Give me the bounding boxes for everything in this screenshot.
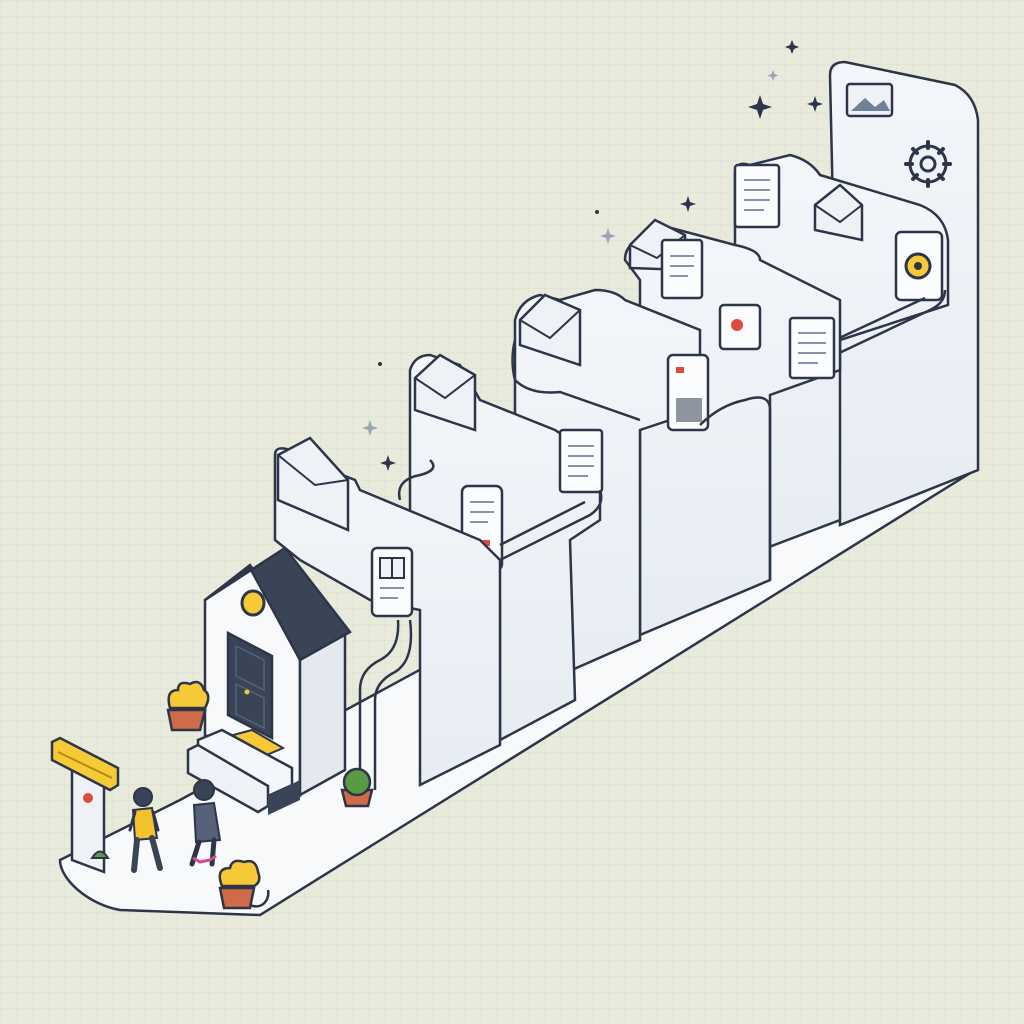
phone-card-icon bbox=[370, 546, 414, 618]
ring-card-icon bbox=[894, 230, 944, 302]
image-icon bbox=[845, 82, 894, 118]
person-yellow-shirt bbox=[128, 787, 163, 873]
envelope-icon bbox=[813, 183, 864, 242]
potted-plant-left bbox=[166, 680, 210, 732]
document-icon bbox=[733, 163, 781, 229]
document-icon bbox=[788, 316, 836, 380]
potted-plant-front bbox=[218, 859, 261, 910]
round-window bbox=[240, 589, 266, 617]
stage-panel-1 bbox=[273, 436, 502, 790]
roof bbox=[204, 546, 352, 662]
red-badge-card-icon bbox=[718, 303, 762, 351]
stage-panel-2 bbox=[362, 353, 604, 743]
envelope-icon bbox=[413, 353, 477, 432]
potted-plant-right bbox=[340, 767, 374, 808]
house bbox=[186, 546, 352, 815]
front-door[interactable] bbox=[226, 630, 274, 741]
sparkle-icons bbox=[748, 40, 823, 119]
phone-card-icon bbox=[666, 353, 710, 432]
document-icon bbox=[660, 238, 704, 300]
sparkle-icons bbox=[595, 196, 696, 244]
envelope-icon bbox=[518, 293, 582, 367]
front-steps bbox=[186, 728, 300, 815]
sparkle-icons bbox=[362, 362, 396, 471]
person-dark-outfit bbox=[189, 779, 222, 867]
entrance-sign bbox=[50, 736, 120, 874]
gear-icon bbox=[904, 140, 952, 188]
envelope-icon bbox=[276, 436, 350, 532]
stage-panel-5 bbox=[733, 153, 950, 562]
document-icon bbox=[558, 428, 604, 494]
walkway-edge bbox=[249, 889, 270, 908]
